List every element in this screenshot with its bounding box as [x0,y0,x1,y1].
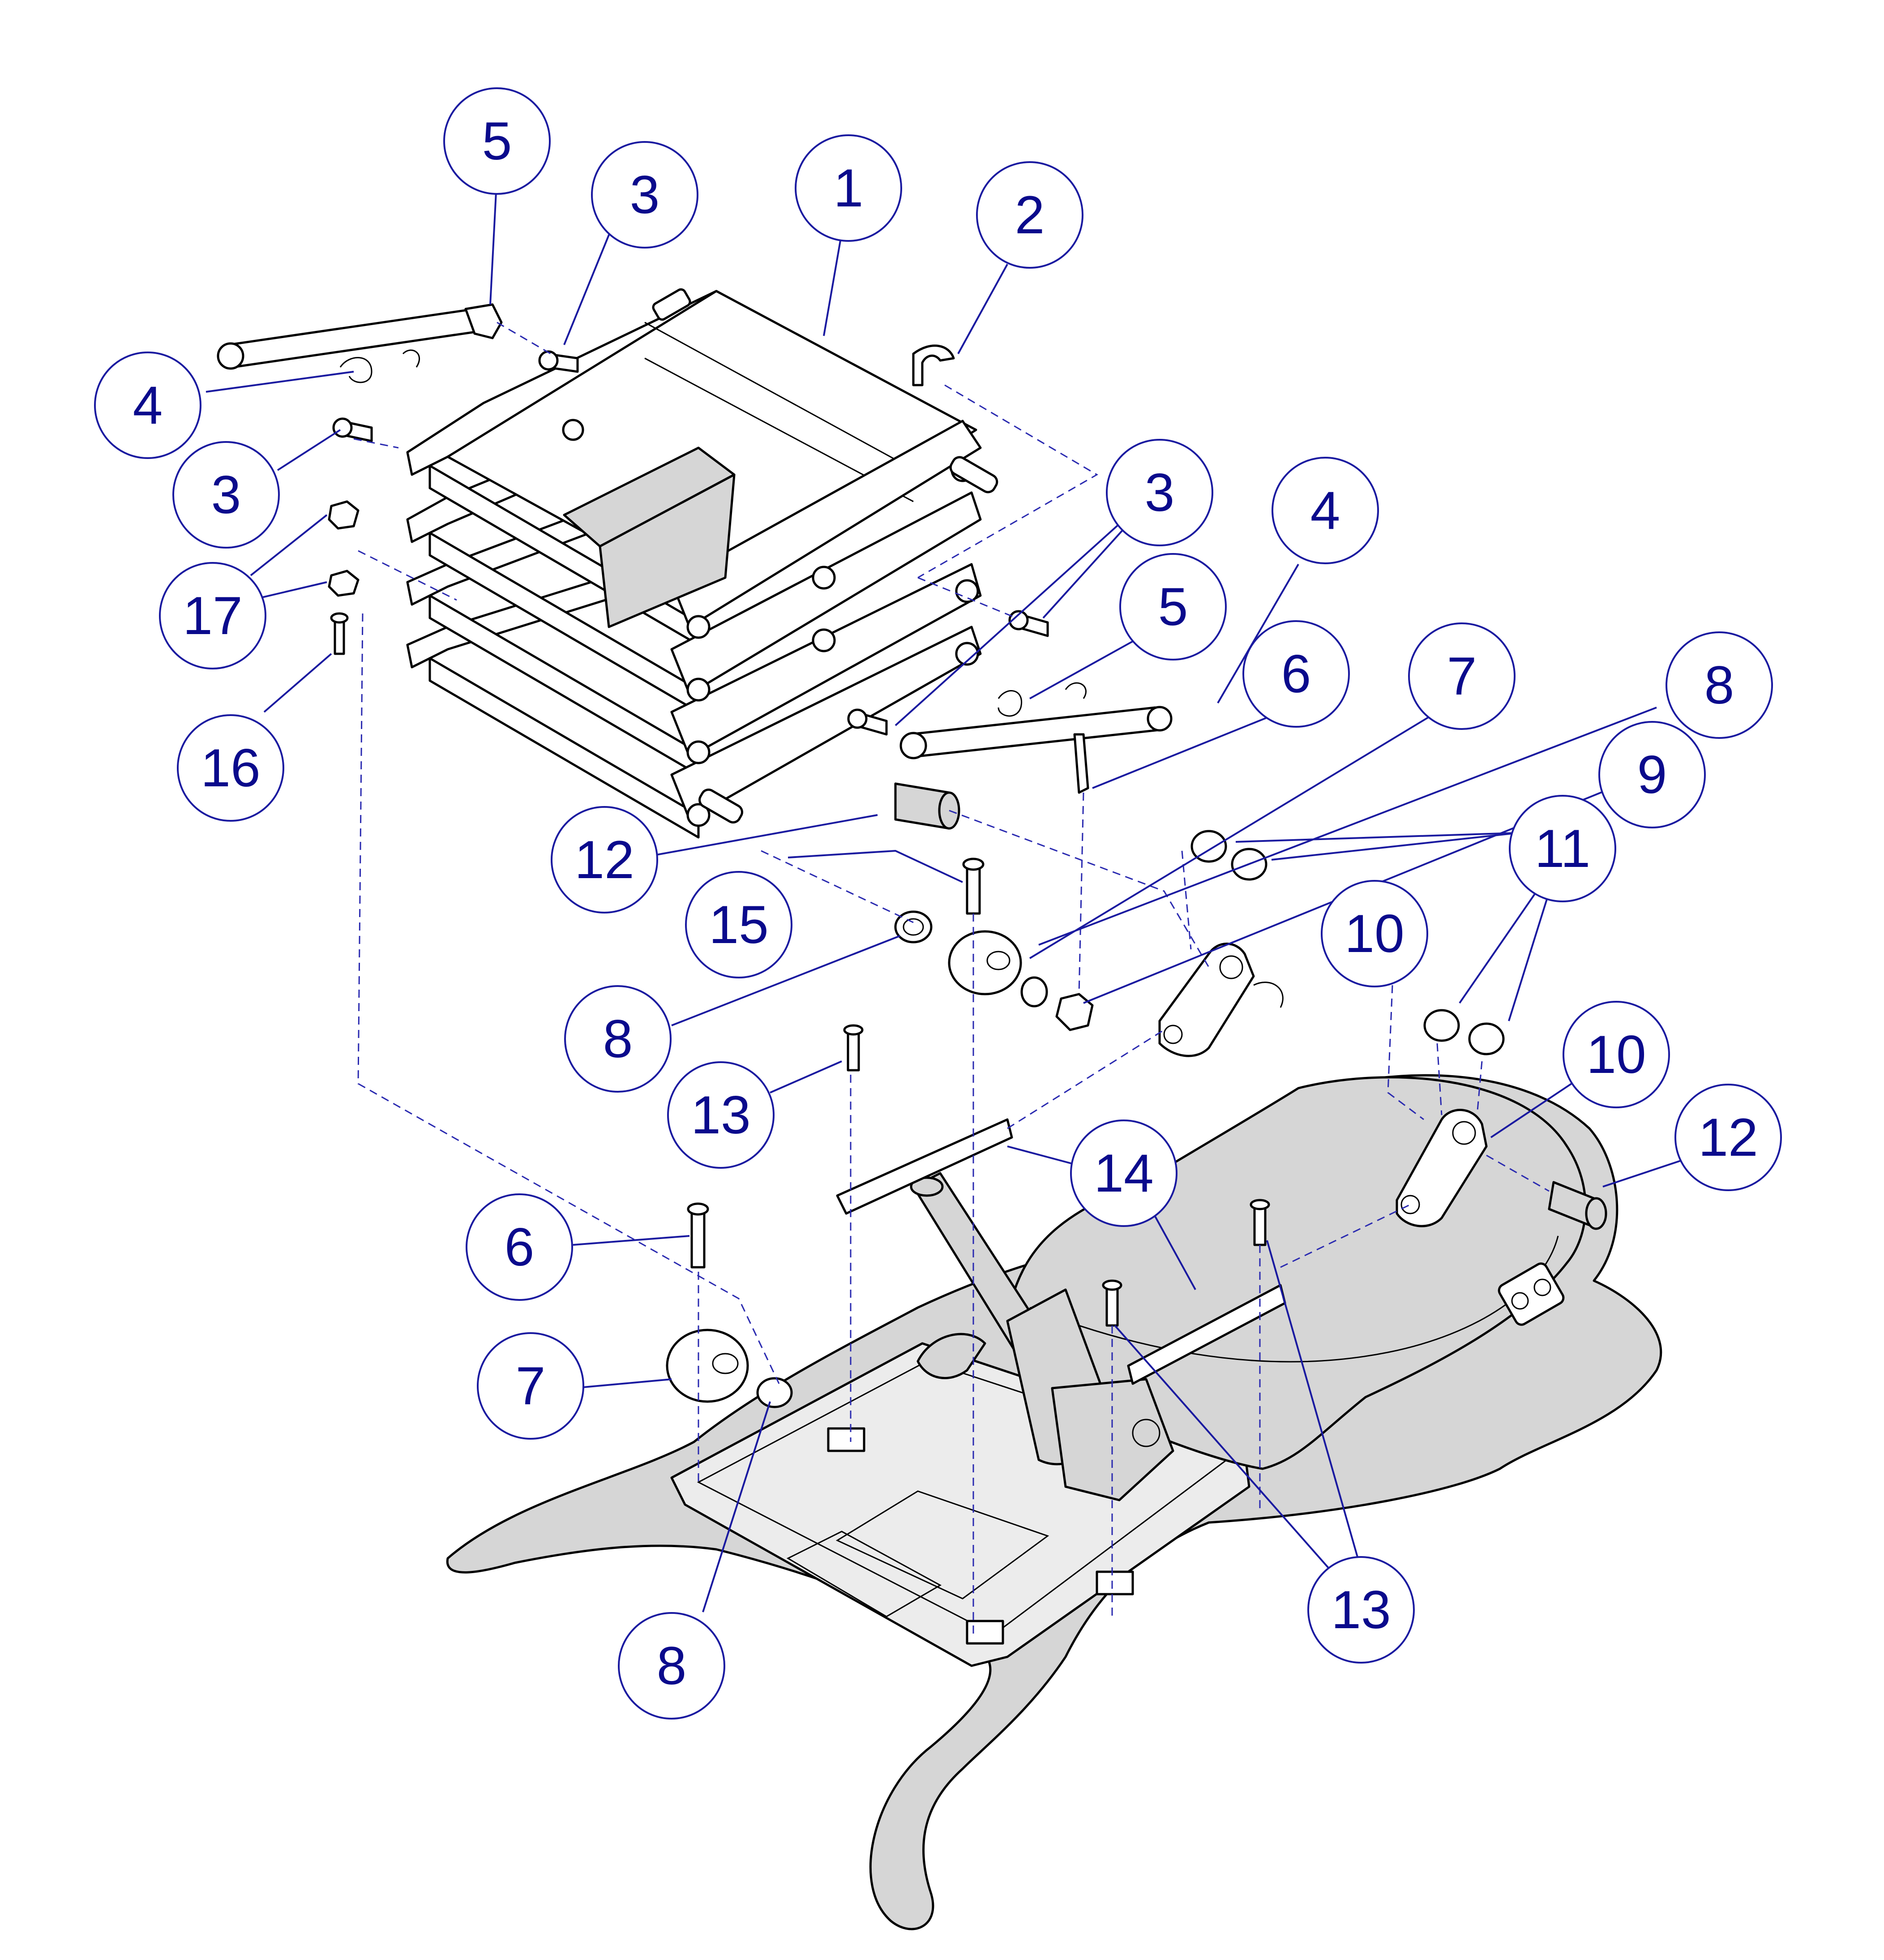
callout-13-upper: 13 [667,1061,775,1169]
svg-text:3: 3 [211,465,241,525]
callout-6-right: 6 [1242,620,1350,728]
scissor-frame [406,288,998,839]
callout-3-left: 3 [172,441,280,549]
svg-text:16: 16 [201,738,260,798]
svg-text:9: 9 [1637,745,1667,805]
callout-16: 16 [177,714,284,822]
svg-text:4: 4 [1310,480,1340,540]
svg-text:12: 12 [574,830,634,890]
callout-5-right: 5 [1119,553,1227,660]
svg-text:17: 17 [183,586,242,646]
outlet-plate [1498,1262,1565,1326]
svg-text:12: 12 [1698,1107,1758,1167]
callout-12-lower: 12 [1674,1084,1782,1191]
svg-text:11: 11 [1535,819,1591,879]
svg-text:13: 13 [1331,1580,1391,1640]
callout-3-right: 3 [1106,439,1213,546]
callout-4-right: 4 [1272,457,1379,564]
callout-8-mid: 8 [564,985,672,1093]
callout-4-left: 4 [94,352,201,459]
svg-text:15: 15 [709,895,768,955]
svg-text:7: 7 [516,1356,546,1416]
svg-text:3: 3 [630,165,660,225]
callout-13-lower: 13 [1307,1556,1415,1664]
callout-11: 11 [1509,795,1616,902]
callout-14: 14 [1070,1119,1178,1227]
svg-text:8: 8 [657,1636,687,1696]
fasteners [328,344,1607,1408]
assembly-lines [353,322,1550,1639]
callout-8-right: 8 [1666,631,1773,739]
svg-text:2: 2 [1015,185,1045,245]
callout-12-upper: 12 [551,806,658,914]
callout-6-lower: 6 [466,1193,573,1301]
callout-1: 1 [795,134,902,242]
svg-text:6: 6 [1281,644,1311,704]
svg-text:10: 10 [1586,1025,1646,1085]
callout-15: 15 [685,871,792,978]
callout-8-lower: 8 [618,1612,725,1720]
gas-spring-lower [899,682,1173,759]
svg-text:10: 10 [1344,904,1404,964]
svg-text:1: 1 [834,158,864,218]
svg-text:8: 8 [603,1009,633,1069]
callout-7-lower: 7 [477,1332,584,1440]
callout-10-upper: 10 [1321,880,1428,987]
callout-3-upper: 3 [591,141,698,249]
gas-spring-upper [217,303,503,383]
callout-10-lower: 10 [1563,1001,1670,1108]
svg-text:5: 5 [1158,577,1188,637]
svg-text:8: 8 [1704,655,1734,715]
svg-text:14: 14 [1094,1143,1153,1203]
callout-17: 17 [159,562,266,669]
svg-text:3: 3 [1145,463,1175,523]
callout-9: 9 [1598,721,1706,828]
svg-text:5: 5 [482,111,512,171]
svg-text:13: 13 [691,1085,750,1145]
svg-text:6: 6 [505,1217,535,1277]
callouts: 5 3 1 2 4 3 17 16 3 4 5 6 7 8 9 11 12 15… [94,87,1782,1720]
callout-2: 2 [976,161,1083,269]
callout-5-upper: 5 [443,87,551,195]
callout-7-right: 7 [1408,622,1516,730]
svg-text:7: 7 [1447,646,1477,706]
base-plate [446,1074,1662,1930]
svg-text:4: 4 [133,375,163,435]
